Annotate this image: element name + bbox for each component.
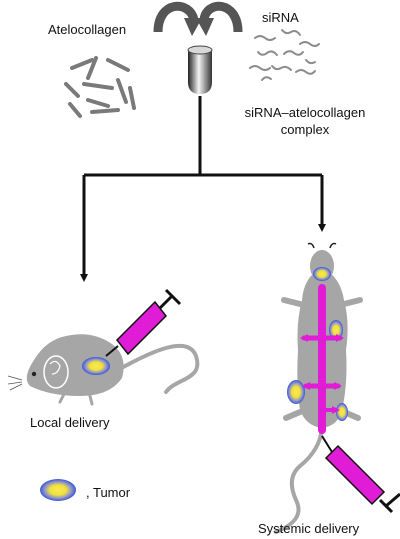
atelocollagen-label: Atelocollagen (48, 22, 127, 37)
tumor-systemic-left (287, 380, 305, 404)
tumor-local (82, 357, 110, 375)
sirna-label: siRNA (262, 10, 299, 25)
legend-tumor-icon (40, 479, 76, 501)
local-delivery-label: Local delivery (30, 415, 110, 430)
syringe-local (105, 288, 182, 357)
syringe-systemic (321, 435, 400, 514)
tumor-systemic-lower (336, 403, 348, 421)
mixing-curved-arrows (153, 1, 243, 36)
mouse-local (7, 334, 200, 406)
systemic-distribution-arrows (300, 284, 344, 434)
flow-arrows (80, 96, 326, 282)
tumor-systemic-head (313, 267, 331, 281)
atelocollagen-fibers (64, 56, 136, 118)
complex-tube-icon (187, 45, 213, 94)
sirna-strands (249, 29, 320, 81)
systemic-delivery-label: Systemic delivery (258, 521, 360, 536)
complex-label: siRNA–atelocollagen complex (244, 105, 366, 137)
tumor-legend-label: , Tumor (86, 485, 131, 500)
